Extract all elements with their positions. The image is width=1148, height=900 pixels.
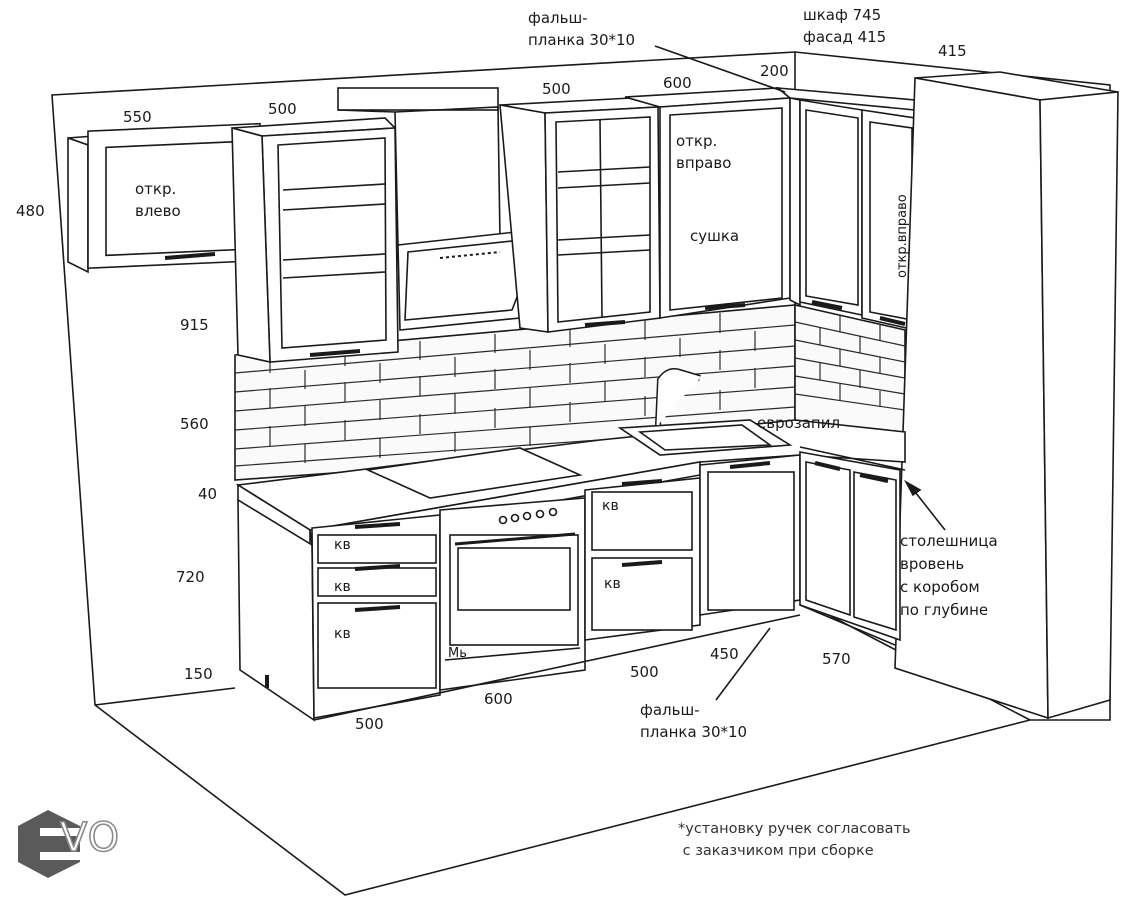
base-corner-570: [799, 451, 901, 642]
open-right-label: откр. вправо: [676, 132, 732, 172]
oven: [439, 497, 586, 691]
tall-cabinet: [894, 71, 1119, 720]
dim-height-915: 915: [180, 316, 209, 334]
open-left-label: откр. влево: [135, 180, 181, 220]
footnote: *установку ручек согласовать с заказчико…: [678, 821, 911, 859]
false-panel-top-label: фальш- планка 30*10: [528, 9, 636, 49]
drawer-kv-3: кв: [334, 626, 351, 642]
wardrobe-label: шкаф 745 фасад 415: [803, 6, 887, 46]
worktop-note: столешница вровень с коробом по глубине: [900, 532, 998, 619]
dim-upper-500a: 500: [268, 100, 297, 118]
logo-text: VO: [59, 814, 121, 862]
leader-lines: [654, 45, 946, 701]
dim-base-570: 570: [822, 650, 851, 668]
dim-upper-200: 200: [760, 62, 789, 80]
dim-base-500b: 500: [630, 663, 659, 681]
dim-height-40: 40: [198, 485, 218, 503]
wall-cabinet-500-glass: [231, 117, 399, 364]
cooktop: [365, 447, 583, 499]
drawer-kv-2: кв: [334, 579, 351, 595]
plinth: [313, 604, 896, 721]
drawer-kv-1: кв: [334, 537, 351, 553]
dim-upper-500b: 500: [542, 80, 571, 98]
dim-height-560: 560: [180, 415, 209, 433]
eurocut-label: еврозапил: [757, 414, 841, 432]
base-sink-450: [699, 454, 801, 616]
wall-cabinet-550: [67, 122, 263, 274]
drawer-kv-5: кв: [604, 576, 621, 592]
open-right-vertical-label: откр.вправо: [895, 194, 910, 278]
wall-cabinet-500-glass-2: [499, 96, 662, 333]
dim-upper-550: 550: [123, 108, 152, 126]
microwave-label: Мь: [448, 646, 467, 661]
dryer-label: сушка: [690, 227, 740, 245]
dim-height-150: 150: [184, 665, 213, 683]
false-panel-bottom-label: фальш- планка 30*10: [640, 701, 748, 741]
dim-height-480: 480: [16, 202, 45, 220]
dim-upper-600: 600: [663, 74, 692, 92]
logo-hexagon-icon: [18, 810, 80, 878]
dim-base-450: 450: [710, 645, 739, 663]
base-drawers-500b: [584, 477, 701, 641]
dim-upper-415: 415: [938, 42, 967, 60]
dim-height-720: 720: [176, 568, 205, 586]
sink: [617, 368, 793, 456]
drawer-kv-4: кв: [602, 498, 619, 514]
dim-base-600: 600: [484, 690, 513, 708]
dim-base-500: 500: [355, 715, 384, 733]
base-drawers-500: [237, 498, 441, 722]
